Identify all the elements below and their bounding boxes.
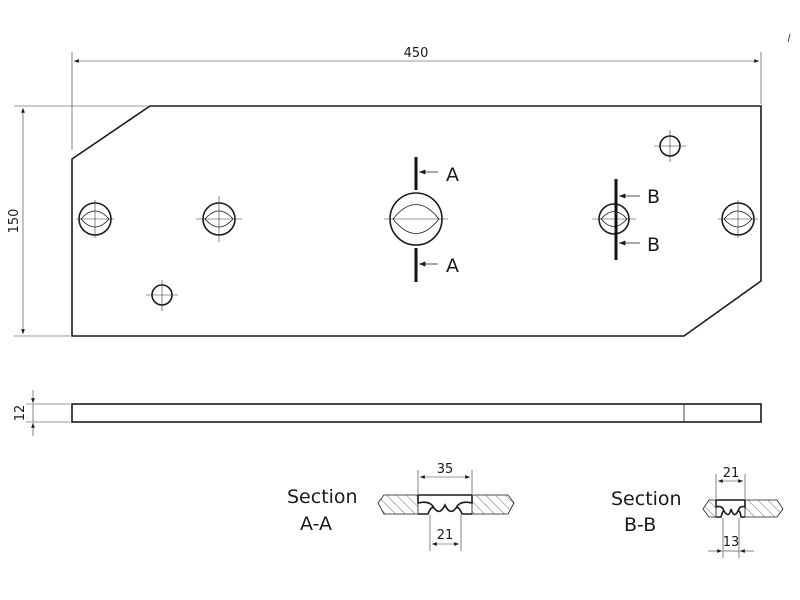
section-aa: Section A-A 35 21: [287, 462, 515, 551]
edge-view: 12: [13, 390, 762, 436]
corner-tick: [787, 33, 791, 43]
slotted-hole: [718, 200, 758, 238]
slotted-hole: [592, 203, 636, 235]
center-hole: [384, 192, 448, 246]
length-dimension: 450: [71, 46, 762, 150]
section-bb-top-dim: 21: [723, 466, 740, 481]
section-mark-b-top: B: [647, 186, 660, 208]
section-bb-bottom-dim: 13: [723, 535, 740, 550]
section-mark-b-bottom: B: [647, 234, 660, 256]
section-mark-a-top: A: [446, 164, 459, 186]
height-label: 150: [7, 209, 22, 234]
plate-edge: [71, 403, 762, 423]
front-view: 450 150: [7, 46, 762, 337]
section-aa-left-material: [377, 494, 419, 515]
slotted-hole: [196, 196, 242, 242]
section-bb-name: B-B: [624, 514, 656, 536]
thickness-dimension: 12: [13, 390, 70, 436]
small-hole: [146, 280, 178, 311]
section-a-cut: A A: [414, 157, 459, 282]
height-dimension: 150: [7, 105, 148, 337]
section-bb-right-material: [744, 499, 784, 518]
plate-outline: [71, 105, 762, 337]
section-bb-profile: [715, 499, 746, 518]
section-bb-title: Section: [611, 488, 682, 510]
length-label: 450: [404, 46, 429, 61]
slotted-hole: [76, 200, 114, 238]
section-bb-left-material: [702, 499, 717, 518]
section-b-cut: B B: [614, 179, 660, 260]
section-aa-title: Section: [287, 486, 358, 508]
section-aa-top-dim: 35: [437, 462, 454, 477]
thickness-label: 12: [13, 405, 28, 422]
section-aa-profile: [417, 494, 473, 515]
section-mark-a-bottom: A: [446, 255, 459, 277]
section-aa-right-material: [471, 494, 515, 515]
section-aa-name: A-A: [300, 513, 332, 535]
section-bb: Section B-B 21 13: [611, 466, 784, 558]
section-aa-bottom-dim: 21: [437, 528, 454, 543]
small-hole: [654, 130, 686, 162]
